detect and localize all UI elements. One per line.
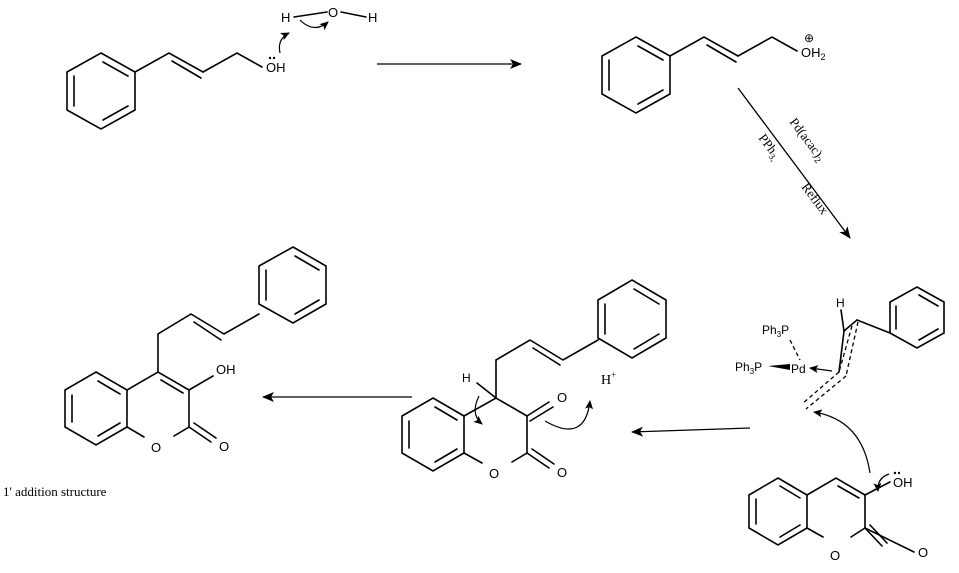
curved-arrow-oh	[873, 473, 890, 492]
product-caption: 1' addition structure	[3, 484, 107, 499]
reaction-arrow-2	[737, 87, 851, 239]
water-h-right: H	[368, 10, 377, 25]
protonated-cinnamyl-alcohol: OH2 ⊕	[601, 31, 826, 114]
intermediate-h: H	[462, 371, 471, 385]
curved-arrow-bond-to-o	[299, 19, 329, 31]
product-hydroxyl: OH	[216, 362, 236, 377]
lone-pair-dots	[268, 56, 276, 60]
curved-arrow-ch-bond	[473, 395, 483, 425]
water-molecule: H O H	[281, 5, 377, 31]
intermediate-ring-o: O	[489, 466, 499, 481]
reagent-ligand: PPh3,	[754, 131, 784, 163]
wedge-bond	[768, 364, 790, 370]
hydroxyl-label-2: OH	[893, 475, 913, 490]
positive-charge: ⊕	[804, 31, 814, 45]
curved-arrow-oh-to-h	[278, 32, 290, 54]
hydroxyl-label: OH	[266, 60, 286, 75]
cinnamyl-alcohol: OH	[66, 32, 290, 130]
ph3p-upper: Ph3P	[762, 323, 789, 339]
curved-arrow-nucleophile-to-allyl	[813, 409, 871, 474]
ph3p-lower: Ph3P	[735, 360, 762, 376]
oxonium-label: OH2	[801, 45, 826, 62]
3-hydroxycoumarin: O O OH	[748, 471, 928, 563]
pd-label: Pd	[791, 362, 806, 376]
allylated-intermediate: O O O H H+	[401, 279, 667, 481]
reagent-catalyst: Pd(acac)2	[785, 115, 829, 165]
pd-allyl-complex: H Pd Ph3P Ph3P	[735, 286, 945, 410]
product-ring-o: O	[151, 440, 161, 455]
ring-o: O	[830, 548, 840, 563]
carbonyl-o: O	[918, 545, 928, 560]
intermediate-ketone-o: O	[557, 390, 567, 405]
water-h-left: H	[281, 10, 290, 25]
curved-arrow-enolization	[544, 400, 594, 430]
reaction-arrow-3	[631, 426, 751, 437]
intermediate-lactone-o: O	[557, 465, 567, 480]
allyl-h: H	[836, 296, 845, 310]
water-o: O	[328, 5, 338, 20]
reagent-condition: Reflux	[799, 180, 833, 218]
product-carbonyl-o: O	[219, 439, 229, 454]
lone-pair-dots	[893, 471, 901, 475]
pd-allyl-bond-arrow	[809, 365, 833, 374]
proton-label: H+	[601, 370, 616, 388]
product-molecule: O O OH	[64, 246, 327, 455]
